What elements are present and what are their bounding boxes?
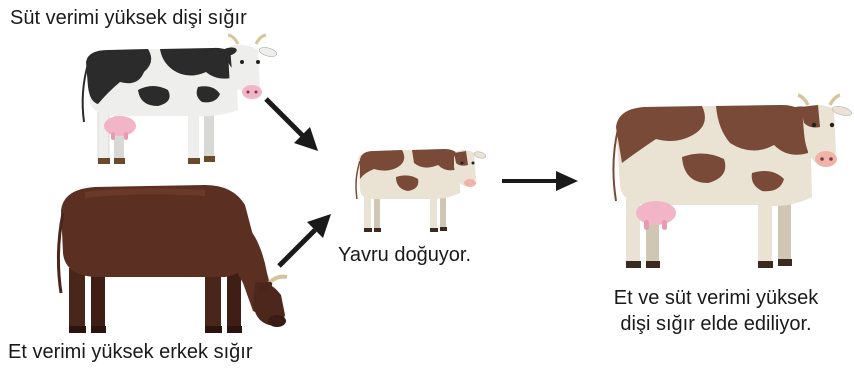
- arrow-icon: [275, 210, 335, 270]
- calf-icon: [352, 143, 487, 235]
- arrow-icon: [500, 168, 580, 194]
- holstein-cow-icon: [78, 32, 278, 172]
- result-label-line2: dişi sığır elde ediliyor.: [620, 313, 812, 335]
- brown-bull-grazing-icon: [55, 183, 295, 338]
- result-label: Et ve süt verimi yüksek dişi sığır elde …: [585, 285, 847, 337]
- result-label-line1: Et ve süt verimi yüksek: [613, 287, 819, 309]
- dairy-cow-label: Süt verimi yüksek dişi sığır: [10, 7, 247, 29]
- beef-bull-label: Et verimi yüksek erkek sığır: [8, 341, 253, 363]
- dual-purpose-cow-icon: [612, 93, 852, 273]
- arrow-icon: [262, 95, 322, 155]
- calf-label: Yavru doğuyor.: [338, 244, 472, 266]
